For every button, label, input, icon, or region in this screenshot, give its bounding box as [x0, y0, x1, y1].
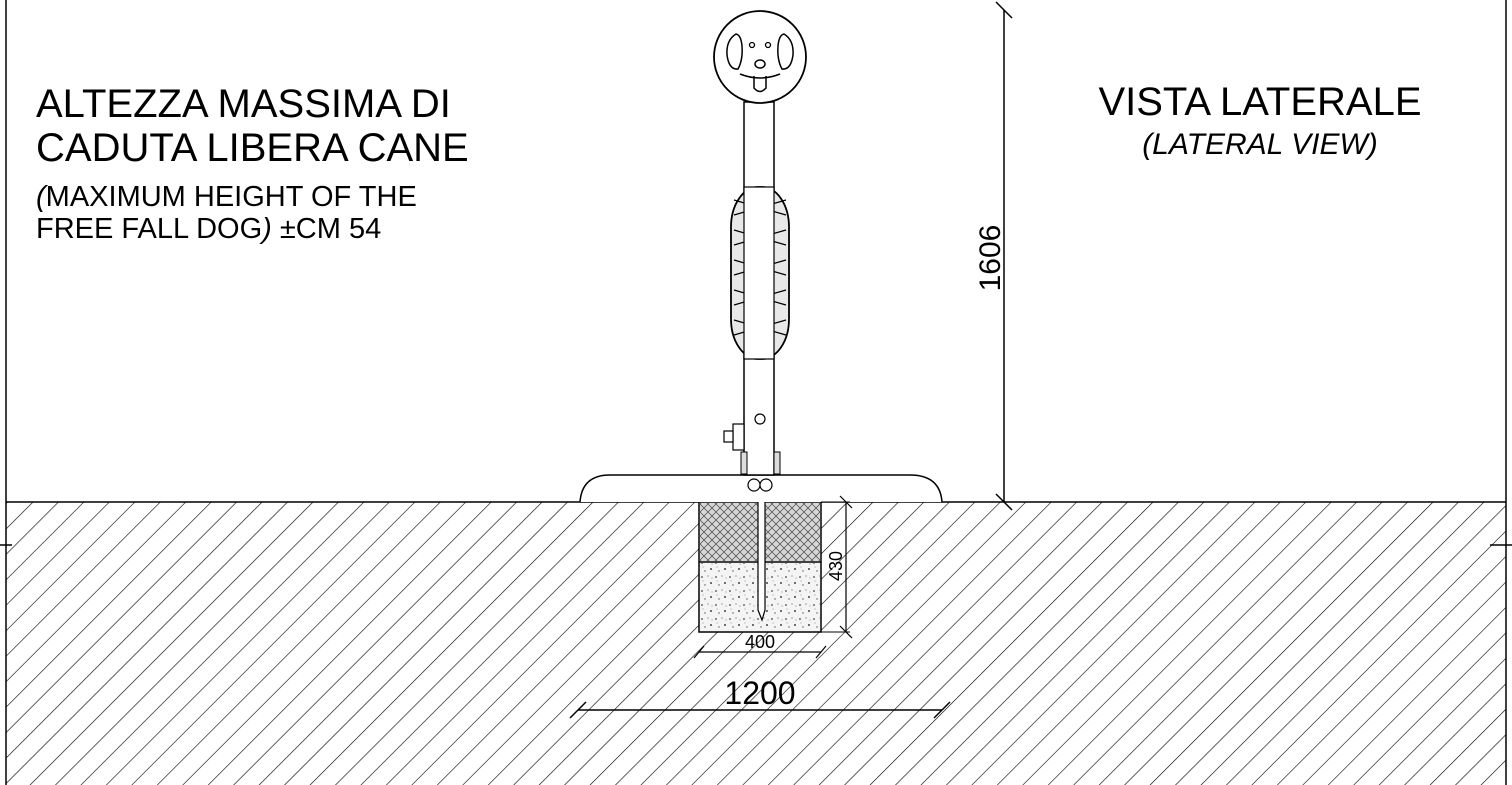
- view-title-sub: (LATERAL VIEW): [1142, 128, 1378, 161]
- english-note-value: ±CM 54: [271, 212, 382, 245]
- dimension-foundation-width: [693, 645, 827, 659]
- label-total-height: 1606: [974, 225, 1007, 292]
- dog-face-target: [713, 10, 807, 104]
- english-note-line2: FREE FALL DOG) ±CM 54: [36, 212, 417, 246]
- dimension-total-height: [995, 1, 1013, 511]
- tire: [730, 186, 790, 360]
- fall-height-english-note: (MAXIMUM HEIGHT OF THE FREE FALL DOG) ±C…: [36, 181, 417, 246]
- label-foundation-depth: 430: [826, 551, 846, 581]
- fall-height-title: ALTEZZA MASSIMA DI CADUTA LIBERA CANE: [36, 82, 469, 170]
- view-title-main: VISTA LATERALE: [1098, 80, 1422, 124]
- view-title: VISTA LATERALE (LATERAL VIEW): [1060, 80, 1460, 161]
- label-base-width: 1200: [724, 675, 795, 711]
- dimension-base-width: [569, 701, 951, 719]
- english-note-text2: FREE FALL DOG: [36, 212, 263, 245]
- fall-height-title-line1: ALTEZZA MASSIMA DI: [36, 82, 451, 126]
- english-note-text1: MAXIMUM HEIGHT OF THE: [45, 181, 417, 213]
- open-paren: (: [36, 181, 46, 213]
- label-foundation-width: 400: [745, 632, 775, 652]
- close-paren: ): [262, 212, 272, 245]
- fall-height-title-line2: CADUTA LIBERA CANE: [36, 126, 469, 170]
- foundation-block: [698, 501, 822, 633]
- dimension-foundation-depth: [821, 495, 853, 639]
- english-note-line1: (MAXIMUM HEIGHT OF THE: [36, 181, 417, 214]
